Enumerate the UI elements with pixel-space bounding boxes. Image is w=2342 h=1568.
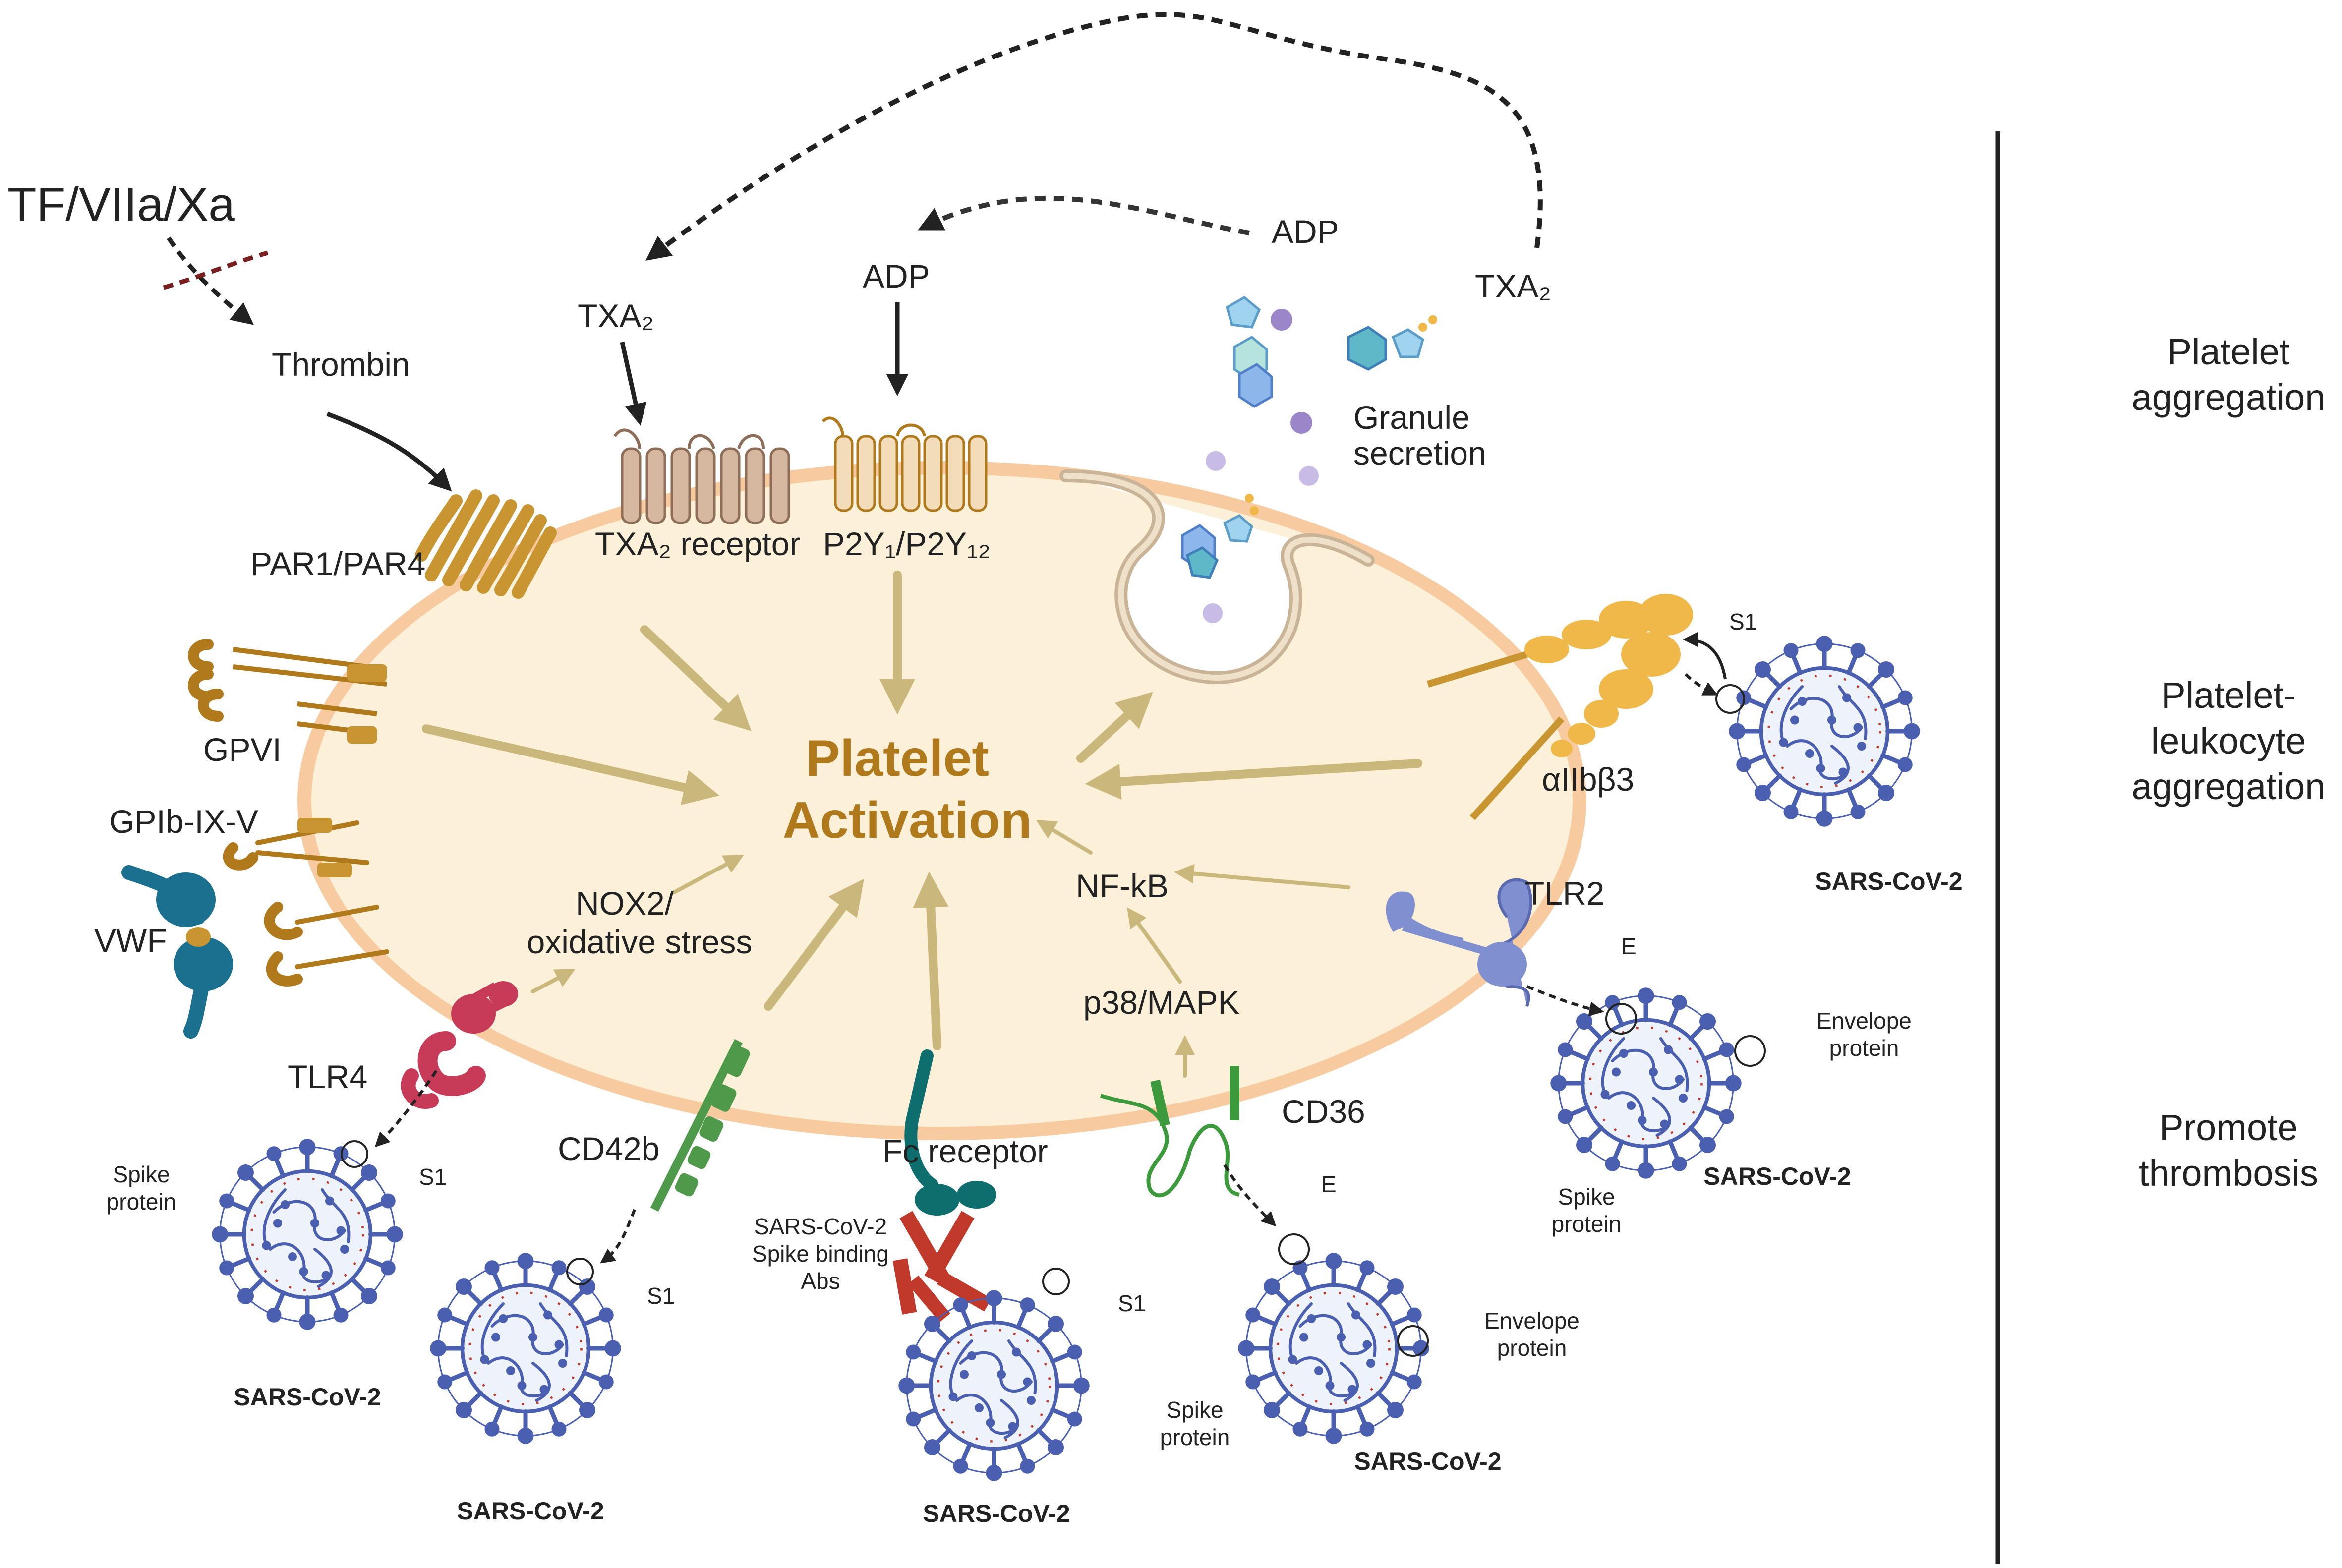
- p2y-label: P2Y₁/P2Y₁₂: [823, 525, 991, 562]
- txa2-receptor: [613, 428, 790, 524]
- vwf-label: VWF: [94, 922, 167, 959]
- cd36-receptor: [1100, 1066, 1240, 1198]
- signaling-arrows: [531, 819, 1350, 1078]
- aiib-integrin: [1426, 594, 1693, 820]
- txa2-secreted-label: TXA₂: [1475, 268, 1551, 304]
- par-label: PAR1/PAR4: [250, 545, 425, 582]
- adp-feedback-arrow: [918, 195, 1250, 235]
- thrombin-label: Thrombin: [272, 346, 410, 383]
- spike-antibodies: [892, 1211, 992, 1323]
- virus-aiib-s1: S1: [1729, 609, 1757, 635]
- p2y-receptor: [821, 416, 988, 512]
- pathway-arrows: [422, 571, 1422, 1050]
- gpib-receptor: [223, 818, 389, 987]
- tlr2-receptor: [1386, 878, 1532, 1007]
- nfkb-label: NF-kB: [1076, 868, 1169, 904]
- gpvi-receptor: [188, 639, 387, 744]
- virus-aiib-title: SARS-CoV-2: [1815, 868, 1962, 895]
- tlr2-label: TLR2: [1524, 875, 1604, 912]
- fc-receptor: [904, 1049, 996, 1216]
- txa2-top-label: TXA₂: [578, 297, 654, 334]
- cd36-label: CD36: [1282, 1093, 1365, 1130]
- virus-tlr2-e: E: [1621, 933, 1637, 959]
- cd42b-receptor: [650, 1039, 750, 1212]
- par-receptor: [415, 489, 557, 599]
- granule-molecules: [1181, 295, 1437, 623]
- virus-cd42b-title: SARS-CoV-2: [457, 1497, 604, 1525]
- gpib-label: GPIb-IX-V: [109, 803, 258, 840]
- virus-cd36-e: E: [1321, 1171, 1337, 1197]
- virus-tlr4-title: SARS-CoV-2: [234, 1383, 381, 1411]
- virus-aiib: S1 SARS-CoV-2: [1683, 609, 1963, 895]
- txa2-feedback-arrow: [645, 12, 1543, 261]
- vwf-molecule: [121, 865, 233, 1039]
- tf-label: TF/VIIa/Xa: [7, 178, 235, 231]
- virus-tlr4-s1: S1: [419, 1164, 447, 1190]
- fc-label: Fc receptor: [882, 1133, 1048, 1169]
- virus-cd42b-s1: S1: [647, 1283, 675, 1309]
- virus-fc-title: SARS-CoV-2: [923, 1500, 1070, 1527]
- txa2-receptor-label: TXA₂ receptor: [595, 525, 800, 562]
- aiib-label: αIIbβ3: [1542, 761, 1634, 798]
- virus-fc-s1: S1: [1118, 1290, 1146, 1316]
- adp-secreted-label: ADP: [1272, 213, 1339, 250]
- nox-label: NOX2/oxidative stress: [527, 885, 753, 960]
- p38-label: p38/MAPK: [1083, 984, 1240, 1021]
- tlr4-receptor: [401, 981, 518, 1109]
- virus-cd42b: S1 SARS-CoV-2: [430, 1209, 675, 1525]
- adp-top-label: ADP: [863, 258, 930, 294]
- tlr4-label: TLR4: [288, 1058, 367, 1095]
- virus-cd36-title: SARS-CoV-2: [1354, 1448, 1501, 1475]
- virus-fc: S1 SARS-CoV-2: [898, 1268, 1146, 1527]
- virus-tlr2-title: SARS-CoV-2: [1703, 1162, 1851, 1190]
- gpvi-label: GPVI: [203, 731, 282, 768]
- cd42b-label: CD42b: [558, 1130, 659, 1167]
